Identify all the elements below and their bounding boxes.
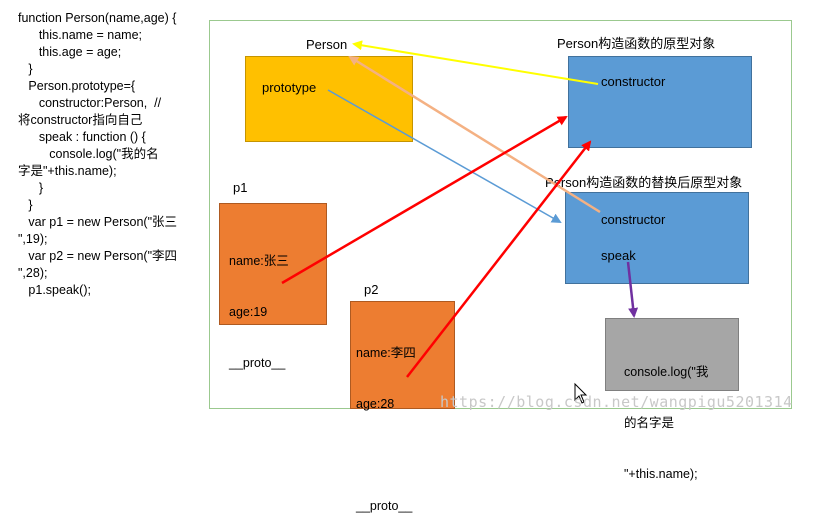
prototype-to-replaced-object-arrow — [327, 89, 562, 223]
code-line: this.age = age; — [18, 45, 122, 59]
code-line: Person.prototype={ — [18, 79, 136, 93]
p1-label: p1 — [233, 180, 248, 195]
replaced-prototype-box — [565, 192, 749, 284]
code-line: var p1 = new Person("张三 — [18, 215, 178, 229]
code-line: var p2 = new Person("李四 — [18, 249, 178, 263]
watermark: https://blog.csdn.net/wangpigu5201314 — [440, 393, 793, 411]
replaced-prototype-label: Person构造函数的替换后原型对象 — [545, 175, 743, 190]
speak-text: speak — [601, 248, 636, 263]
code-line: } — [18, 198, 33, 212]
speak-to-console-arrow — [626, 261, 639, 318]
original-constructor-text: constructor — [601, 74, 666, 89]
code-line: 将constructor指向自己 — [18, 113, 143, 127]
console-log-box — [605, 318, 739, 391]
p1-proto-field: __proto__ — [229, 356, 286, 370]
code-line: speak : function () { — [18, 130, 146, 144]
constructor-to-person-arrow — [352, 40, 599, 85]
code-line: function Person(name,age) { — [18, 11, 177, 25]
person-prototype-box — [245, 56, 413, 142]
code-line: ",28); — [18, 266, 48, 280]
code-line: ",19); — [18, 232, 48, 246]
code-line: this.name = name; — [18, 28, 143, 42]
code-line: constructor:Person, // — [18, 96, 162, 110]
original-prototype-label: Person构造函数的原型对象 — [557, 36, 716, 51]
p2-name-field: name:李四 — [356, 346, 416, 360]
replaced-constructor-text: constructor — [601, 212, 666, 227]
person-label: Person — [306, 37, 348, 52]
p2-label: p2 — [364, 282, 379, 297]
p2-proto-field: __proto__ — [356, 499, 413, 513]
arrows-layer — [281, 40, 639, 404]
p2-proto-arrow — [406, 140, 592, 378]
code-listing: function Person(name,age) { this.name = … — [18, 10, 208, 299]
p1-proto-arrow — [281, 115, 568, 285]
code-line: console.log("我的名 — [18, 147, 159, 161]
mouse-cursor-icon — [574, 382, 588, 404]
prototype-text: prototype — [262, 80, 317, 95]
code-line: } — [18, 62, 33, 76]
p1-fields: name:张三 age:19 __proto__ — [229, 219, 289, 389]
diagram-frame — [209, 20, 792, 409]
code-line: 字是"+this.name); — [18, 164, 117, 178]
p1-name-field: name:张三 — [229, 254, 289, 268]
p1-instance-box — [219, 203, 327, 325]
code-line: } — [18, 181, 44, 195]
original-prototype-box — [568, 56, 752, 148]
p1-age-field: age:19 — [229, 305, 268, 319]
code-line: p1.speak(); — [18, 283, 91, 297]
p2-instance-box — [350, 301, 455, 409]
p2-age-field: age:28 — [356, 397, 395, 411]
replaced-constructor-to-person-arrow — [348, 55, 601, 214]
